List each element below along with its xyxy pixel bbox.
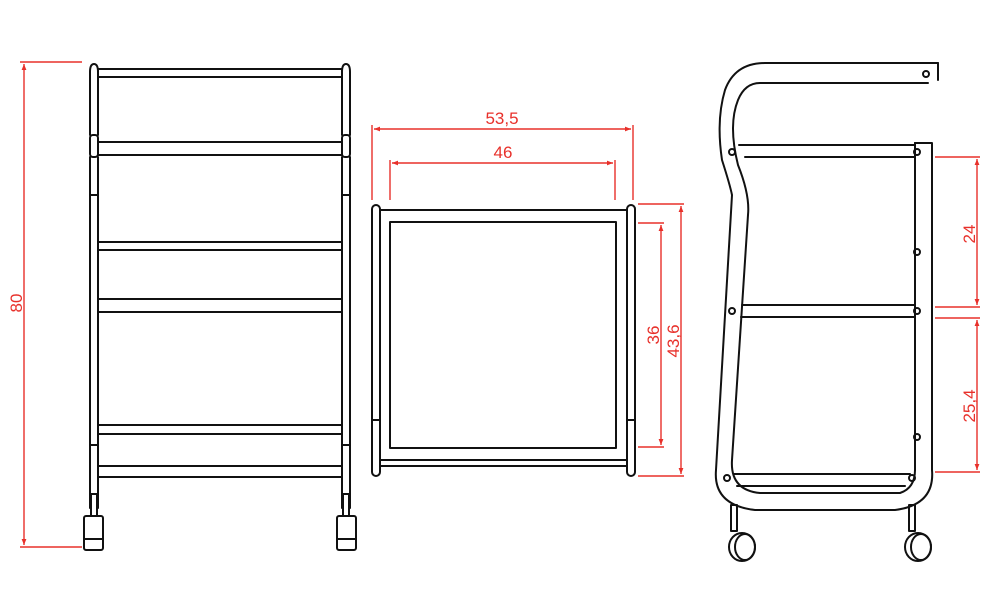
- front-view: 80: [7, 61, 357, 551]
- dimension-overall-height: 80: [7, 61, 82, 548]
- label-53-5: 53,5: [485, 109, 518, 128]
- dimension-upper-shelf-spacing: 24: [935, 156, 980, 308]
- side-view: 24 25,4: [714, 62, 980, 562]
- dimension-lower-shelf-spacing: 25,4: [935, 317, 980, 473]
- caster-left: [83, 515, 104, 551]
- dimension-inner-depth: 36: [638, 222, 664, 448]
- label-36: 36: [644, 326, 663, 345]
- caster-right: [336, 515, 357, 551]
- label-80: 80: [7, 294, 26, 313]
- dimension-overall-width: 53,5: [371, 109, 634, 200]
- dimension-inner-width: 46: [389, 143, 616, 200]
- dimension-overall-depth: 43,6: [638, 203, 684, 477]
- label-43-6: 43,6: [664, 324, 683, 357]
- top-view: 53,5 46 36 43,6: [371, 109, 684, 477]
- label-24: 24: [960, 225, 979, 244]
- label-25-4: 25,4: [960, 389, 979, 422]
- label-46: 46: [494, 143, 513, 162]
